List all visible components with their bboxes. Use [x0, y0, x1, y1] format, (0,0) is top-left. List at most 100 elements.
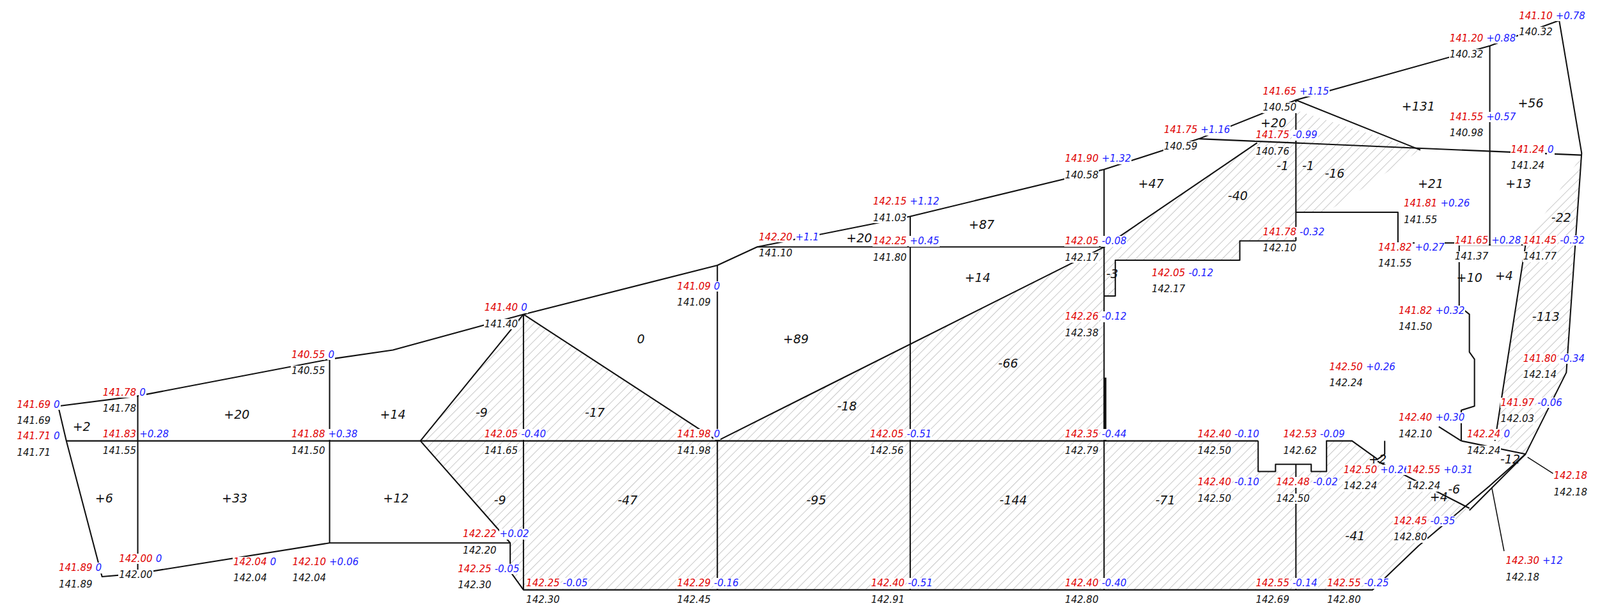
working-mark: -0.12 [1100, 311, 1127, 323]
volume-label: -95 [806, 493, 828, 507]
volume-label: +20 [1259, 115, 1287, 130]
working-mark: +0.30 [1434, 412, 1466, 424]
existing-elevation: 140.58 [1064, 170, 1100, 181]
working-mark: -0.05 [562, 577, 589, 589]
volume-label: +4 [1429, 490, 1449, 504]
design-elevation: 142.25 [525, 577, 561, 589]
volume-label: -9 [474, 405, 489, 419]
volume-label: +13 [1504, 177, 1532, 191]
design-elevation: 142.05 [1151, 267, 1187, 279]
existing-elevation: 142.62 [1282, 445, 1319, 457]
design-elevation: 141.65 [1454, 235, 1490, 247]
existing-elevation: 142.18 [1505, 572, 1541, 583]
design-elevation: 141.24 [1510, 144, 1546, 156]
working-mark: 0 [520, 302, 529, 314]
design-elevation: 142.29 [676, 577, 712, 589]
existing-elevation: 142.20 [462, 545, 498, 557]
existing-elevation: 141.78 [102, 403, 138, 415]
existing-elevation: 142.56 [869, 445, 905, 457]
working-mark: +0.28 [138, 428, 170, 440]
design-elevation: 141.55 [1449, 111, 1485, 123]
volume-label: +56 [1516, 96, 1544, 110]
volume-label: +21 [1417, 177, 1445, 191]
design-elevation: 141.75 [1163, 124, 1199, 136]
design-elevation: 141.83 [102, 428, 138, 440]
working-mark: 0 [713, 281, 722, 293]
existing-elevation: 140.32 [1518, 26, 1554, 38]
volume-label: -6 [1447, 481, 1461, 496]
volume-label: +20 [845, 230, 873, 245]
working-mark: +1.16 [1199, 124, 1231, 136]
working-mark: -0.40 [520, 428, 547, 440]
existing-elevation: 142.50 [1196, 493, 1232, 505]
working-mark: 0 [155, 553, 164, 565]
volume-label: +4 [1494, 269, 1514, 283]
working-mark: +0.26 [1439, 198, 1471, 210]
working-mark: +12 [1541, 555, 1564, 567]
design-elevation: 142.04 [232, 556, 268, 568]
working-mark: +1.15 [1298, 86, 1330, 98]
design-elevation: 142.40 [870, 577, 906, 589]
cut-hatching [420, 109, 1583, 590]
working-mark: -0.32 [1559, 235, 1586, 247]
working-mark: +0.02 [499, 528, 530, 540]
working-mark: -0.51 [907, 577, 934, 589]
volume-label: -17 [584, 405, 606, 419]
working-mark: -0.51 [906, 428, 933, 440]
working-mark: +1.1 [795, 232, 820, 243]
design-elevation: 142.10 [292, 556, 328, 568]
working-mark: -0.12 [1187, 267, 1214, 279]
existing-elevation: 141.69 [16, 415, 52, 427]
design-elevation: 142.25 [872, 235, 908, 247]
volume-label: -113 [1531, 309, 1561, 323]
design-elevation: 142.15 [872, 196, 908, 208]
design-elevation: 142.55 [1254, 577, 1290, 589]
design-elevation: 141.45 [1522, 235, 1558, 247]
design-elevation: 142.26 [1064, 311, 1100, 323]
design-elevation: 141.78 [1262, 226, 1298, 238]
existing-elevation: 142.18 [1553, 487, 1589, 498]
existing-elevation: 141.98 [676, 445, 712, 457]
volume-label: +12 [382, 491, 410, 505]
existing-elevation: 142.17 [1151, 283, 1187, 295]
existing-elevation: 141.10 [758, 248, 794, 259]
working-mark: 0 [269, 556, 277, 568]
volume-label: +10 [1456, 271, 1484, 285]
design-elevation: 141.88 [290, 428, 327, 440]
working-mark: +0.57 [1485, 111, 1517, 123]
grid-lines [66, 46, 1583, 591]
existing-elevation: 141.50 [290, 445, 327, 457]
existing-elevation: 140.50 [1262, 102, 1298, 114]
design-elevation: 142.05 [483, 428, 520, 440]
design-elevation: 142.40 [1196, 476, 1232, 488]
existing-elevation: 141.65 [483, 445, 520, 457]
volume-label: -40 [1227, 189, 1249, 203]
existing-elevation: 142.50 [1196, 445, 1232, 457]
existing-elevation: 142.38 [1064, 327, 1100, 339]
working-mark: -0.16 [713, 577, 740, 589]
working-mark: -0.34 [1559, 353, 1586, 365]
existing-elevation: 141.80 [872, 252, 908, 264]
volume-label: +14 [963, 271, 991, 285]
volume-label: +47 [1137, 177, 1165, 191]
existing-elevation: 141.89 [58, 579, 94, 591]
existing-elevation: 142.30 [457, 579, 493, 591]
design-elevation: 141.89 [58, 562, 94, 574]
design-elevation: 141.09 [676, 281, 712, 293]
existing-elevation: 142.10 [1398, 428, 1434, 440]
working-mark: +0.78 [1555, 10, 1586, 22]
existing-elevation: 140.76 [1254, 146, 1290, 158]
working-mark: +1.32 [1100, 153, 1132, 165]
design-elevation: 142.55 [1406, 464, 1442, 476]
design-elevation: 142.20 [758, 232, 794, 243]
existing-elevation: 140.55 [290, 365, 327, 377]
design-elevation: 142.40 [1064, 577, 1100, 589]
volume-label: +33 [221, 491, 249, 505]
design-elevation: 141.80 [1522, 353, 1558, 365]
working-mark: -0.10 [1233, 428, 1260, 440]
working-mark: -0.40 [1100, 577, 1127, 589]
design-elevation: 142.35 [1064, 428, 1100, 440]
working-mark: 0 [138, 387, 147, 399]
working-mark: -0.06 [1536, 397, 1563, 409]
working-mark: -0.05 [494, 563, 521, 575]
